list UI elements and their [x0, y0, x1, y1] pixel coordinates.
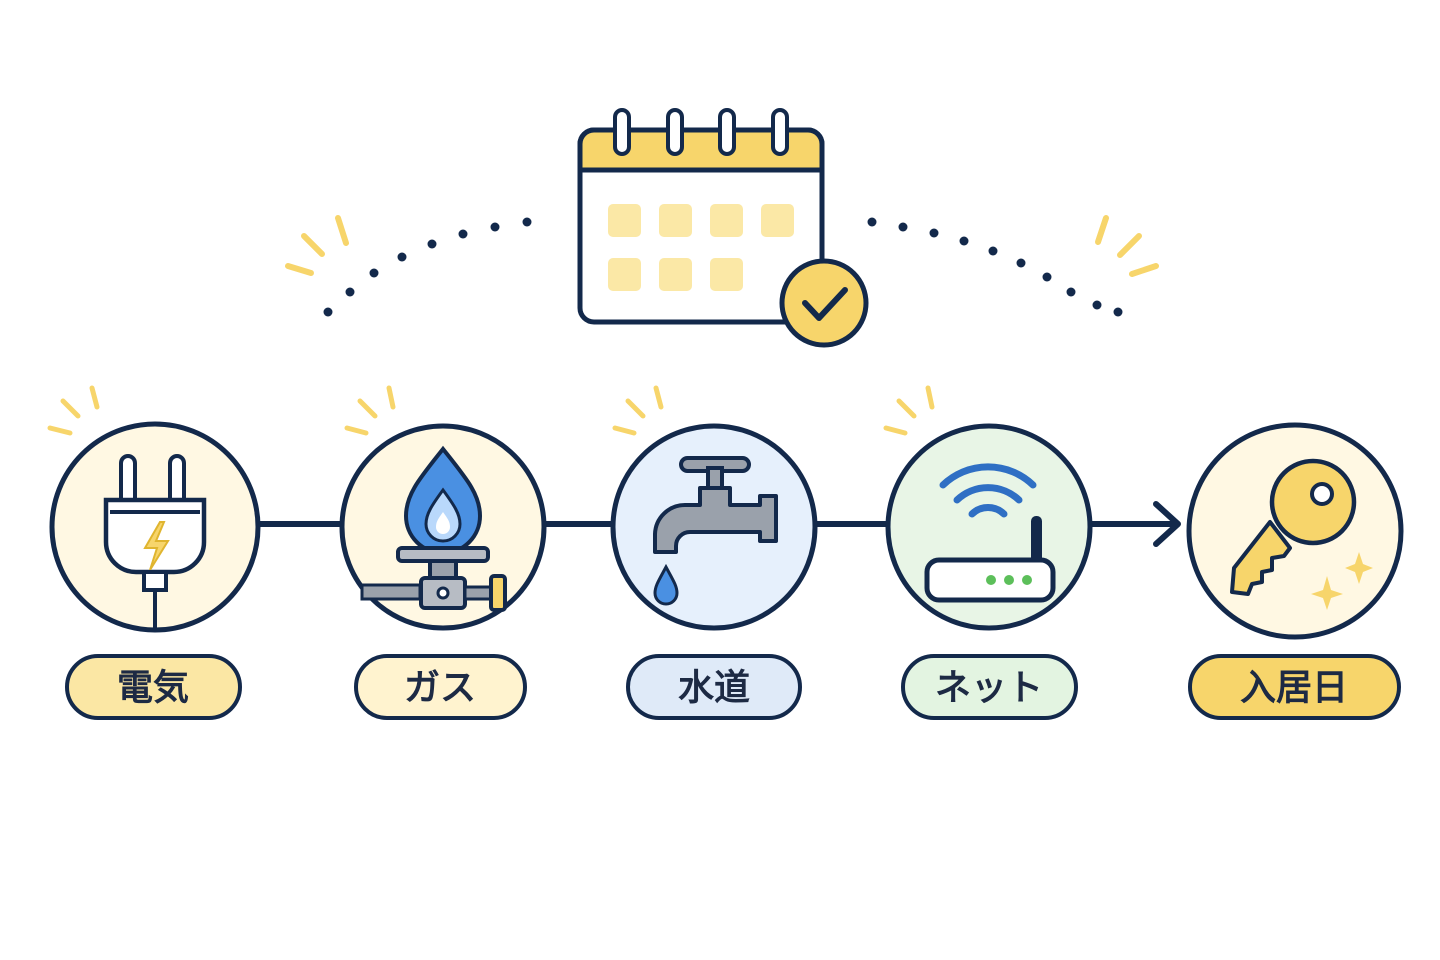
step-label-electricity: 電気	[117, 668, 189, 709]
dotted-arc-right	[867, 217, 1123, 317]
label-pill-move-in: 入居日	[1188, 654, 1401, 720]
label-pill-internet: ネット	[901, 654, 1078, 720]
step-label-move-in: 入居日	[1240, 668, 1348, 709]
check-badge-icon	[779, 258, 869, 348]
wifi-router-icon	[924, 463, 1056, 603]
faucet-icon	[653, 456, 778, 606]
step-internet	[885, 423, 1093, 631]
step-electricity	[49, 421, 261, 633]
timeline-connectors	[255, 501, 1181, 547]
dotted-arc-left	[323, 217, 532, 317]
step-water	[610, 423, 818, 631]
step-move-in	[1186, 422, 1404, 640]
label-pill-electricity: 電気	[65, 654, 242, 720]
step-label-gas: ガス	[404, 668, 476, 709]
gas-burner-icon	[360, 445, 507, 612]
step-label-internet: ネット	[935, 668, 1043, 709]
step-gas	[339, 423, 547, 631]
sparkle-rays-left	[285, 215, 349, 276]
sparkle-rays-right	[1095, 215, 1159, 277]
key-icon	[1230, 458, 1373, 610]
plug-icon	[103, 454, 207, 632]
step-sparkles	[47, 385, 935, 436]
calendar-check-icon	[577, 108, 869, 348]
step-label-water: 水道	[678, 668, 750, 709]
label-pill-gas: ガス	[354, 654, 527, 720]
label-pill-water: 水道	[626, 654, 802, 720]
